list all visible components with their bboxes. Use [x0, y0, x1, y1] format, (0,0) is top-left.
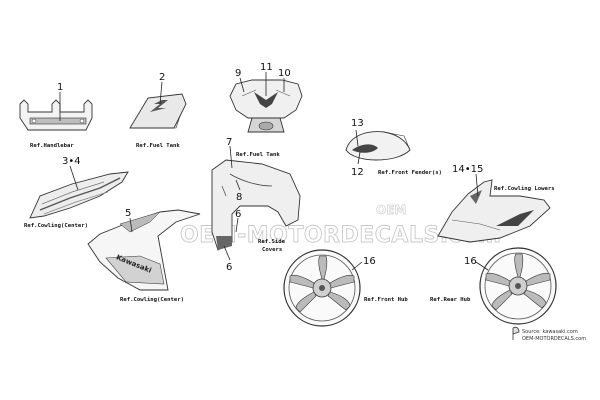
ref-fuel-tank-b: Ref.Fuel Tank [236, 152, 280, 158]
ref-cowling-center-b: Ref.Cowling(Center) [120, 297, 184, 303]
leader-13 [355, 129, 359, 147]
callout-3-4: 3•4 [62, 156, 81, 167]
front-fender-part [345, 131, 411, 161]
source-credit: Source: kawasaki.com OEM-MOTORDECALS.com [512, 326, 586, 342]
source-line-2: OEM-MOTORDECALS.com [522, 336, 586, 342]
callout-6b: 6 [226, 262, 232, 273]
source-line-1: Source: kawasaki.com [522, 329, 578, 335]
front-wheel-part [283, 249, 361, 327]
callout-10: 10 [278, 68, 291, 79]
callout-8: 8 [236, 192, 242, 203]
ref-handlebar: Ref.Handlebar [30, 143, 74, 149]
callout-14-15: 14•15 [452, 164, 483, 175]
rear-wheel-part [479, 247, 557, 325]
cowling-center-side-part: Kawasaki [87, 209, 201, 291]
leader-12 [357, 151, 361, 165]
leader-9 [239, 77, 245, 93]
callout-5: 5 [125, 208, 131, 219]
watermark-small: OEM [376, 203, 406, 217]
side-covers-part [211, 159, 301, 251]
ref-side-covers-2: Covers [262, 247, 282, 253]
leader-3-4 [69, 165, 79, 191]
callout-16b: 16 [464, 256, 477, 267]
leader-14-15 [475, 173, 479, 197]
callout-16a: 16 [363, 256, 376, 267]
source-logo-icon [512, 326, 520, 340]
cowling-center-upper-part [29, 171, 129, 219]
cowling-lowers-part [437, 179, 551, 243]
callout-9: 9 [235, 68, 241, 79]
ref-front-fender: Ref.Front Fender(s) [378, 170, 442, 176]
callout-13: 13 [351, 118, 364, 129]
ref-cowling-center-a: Ref.Cowling(Center) [24, 223, 88, 229]
callout-2: 2 [159, 72, 165, 83]
callout-12: 12 [351, 167, 364, 178]
handlebar-part [19, 99, 93, 131]
tank-cover-part [229, 79, 303, 133]
leader-16b [475, 261, 489, 271]
fuel-tank-decal-part [129, 93, 187, 129]
leader-16a [351, 261, 363, 271]
ref-side-covers-1: Ref.Side [258, 239, 286, 245]
ref-cowling-lowers: Ref.Cowling Lowers [494, 186, 555, 192]
ref-front-hub: Ref.Front Hub [364, 297, 408, 303]
callout-11: 11 [260, 62, 273, 73]
ref-rear-hub: Ref.Rear Hub [430, 297, 471, 303]
leader-5 [129, 217, 133, 233]
ref-fuel-tank-a: Ref.Fuel Tank [136, 143, 180, 149]
leader-7 [229, 145, 233, 169]
callout-6a: 6 [235, 209, 241, 220]
leader-6b [223, 245, 231, 261]
callout-1: 1 [57, 82, 63, 93]
callout-7: 7 [226, 137, 232, 148]
leader-8 [235, 179, 241, 191]
leader-6a [235, 217, 239, 233]
leader-2 [159, 81, 163, 105]
